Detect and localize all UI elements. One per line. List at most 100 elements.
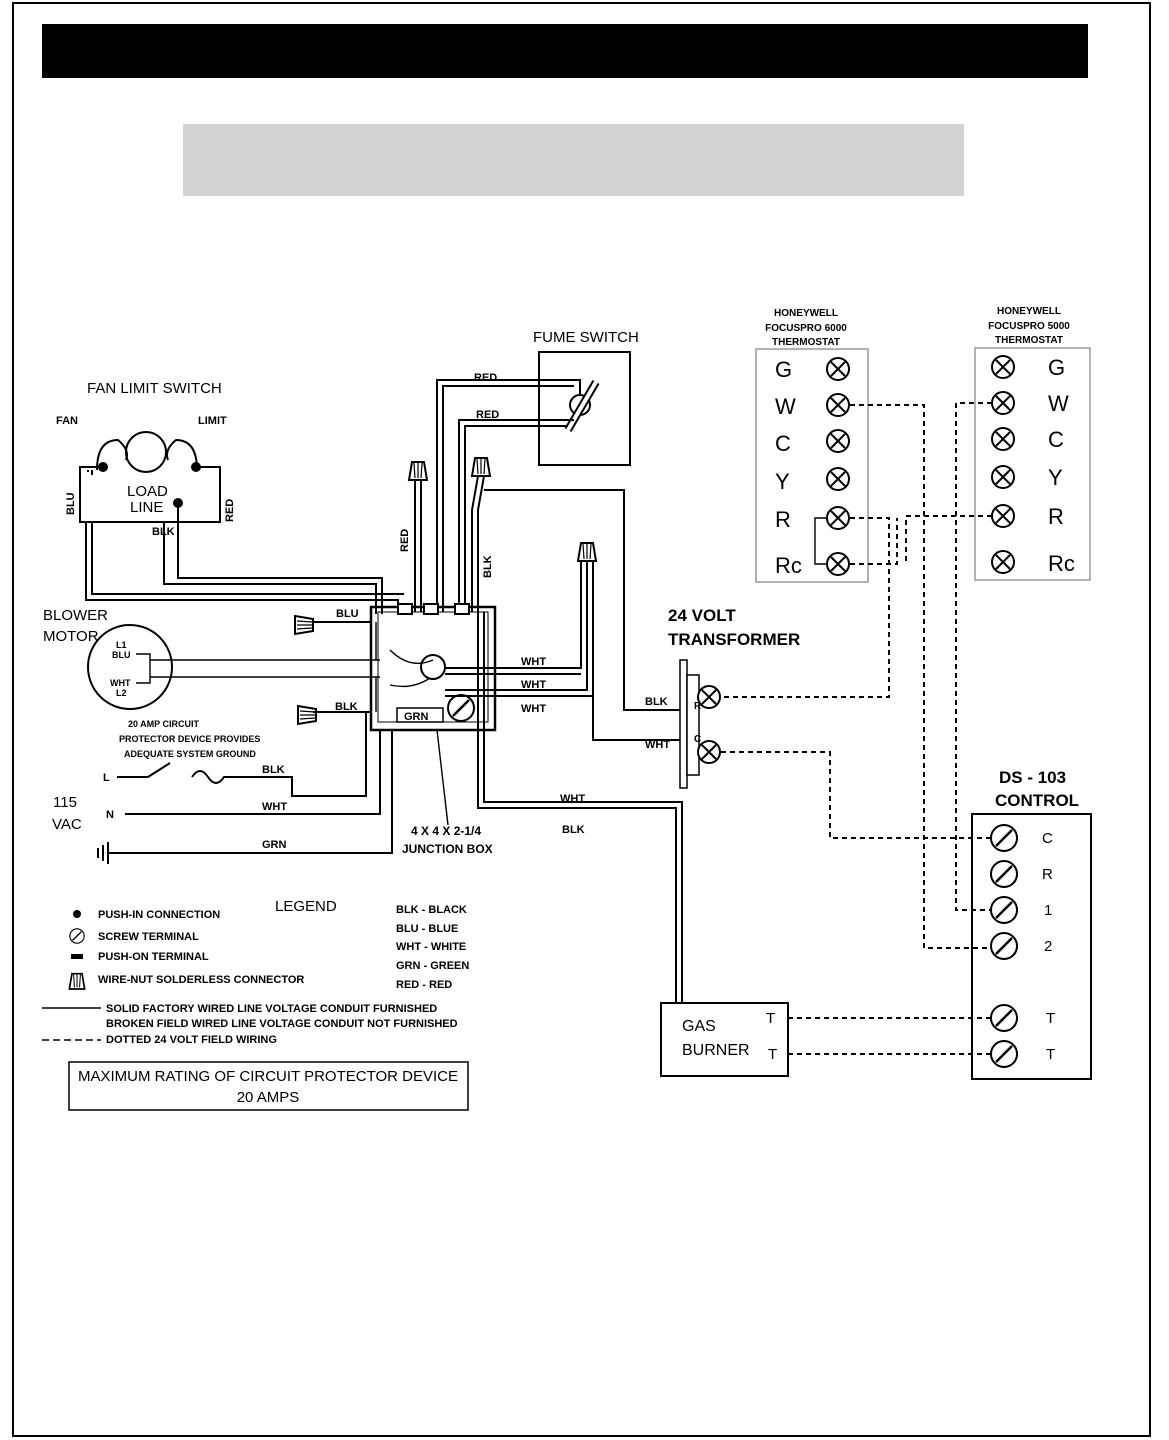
wire-label-wht: WHT bbox=[262, 801, 287, 813]
thermostat-5000-body bbox=[974, 347, 1091, 581]
wire-label-grn: GRN bbox=[262, 839, 287, 851]
field-wiring-24v bbox=[721, 402, 992, 1055]
gas-burner-box bbox=[660, 1002, 789, 1077]
junction-box: GRN 4 X 4 X 2-1/4 JUNCTION BOX RED BLK B… bbox=[294, 457, 683, 1005]
legend-symbol-2: SCREW TERMINAL bbox=[98, 931, 199, 943]
wire-nut-icon bbox=[294, 615, 314, 635]
terminal-label-g: G bbox=[775, 357, 792, 382]
ds103-terminal-t1: T bbox=[1046, 1010, 1055, 1027]
legend-title: LEGEND bbox=[275, 898, 337, 915]
wire-label-blk: BLK bbox=[645, 696, 668, 708]
legend-color-5: RED - RED bbox=[396, 979, 452, 991]
terminal-label-w: W bbox=[775, 394, 796, 419]
transformer: 24 VOLT TRANSFORMER BLK WHT R C bbox=[645, 606, 800, 789]
legend-symbol-3: PUSH-ON TERMINAL bbox=[98, 951, 209, 963]
transformer-terminal-c bbox=[697, 740, 721, 764]
legend-color-3: WHT - WHITE bbox=[396, 941, 466, 953]
terminal-label-r: R bbox=[1048, 504, 1064, 529]
wire-label-red: RED bbox=[224, 499, 236, 522]
fume-switch-title: FUME SWITCH bbox=[533, 329, 639, 346]
wire-label-blk: BLK bbox=[262, 764, 285, 776]
screw-terminal-icon bbox=[989, 1003, 1019, 1033]
wire-label-wht: WHT bbox=[560, 793, 585, 805]
supply-l-label: L bbox=[103, 772, 110, 784]
terminal-icon bbox=[826, 506, 850, 530]
wire-label-wht: WHT bbox=[645, 739, 670, 751]
push-on-terminal-icon bbox=[71, 954, 83, 959]
ds103-title-1: DS - 103 bbox=[999, 768, 1066, 787]
wire-label-wht: WHT bbox=[521, 679, 546, 691]
transformer-title-1: 24 VOLT bbox=[668, 606, 736, 625]
terminal-label-r: R bbox=[775, 507, 791, 532]
wire-nut-icon bbox=[471, 457, 491, 477]
fan-limit-dial bbox=[125, 431, 167, 473]
thermostat-6000-line-1: HONEYWELL bbox=[774, 308, 838, 319]
transformer-r-label: R bbox=[694, 701, 702, 712]
transformer-core bbox=[679, 659, 688, 789]
wire-nut-icon bbox=[297, 705, 317, 725]
terminal-icon bbox=[991, 465, 1015, 489]
ground-icon bbox=[97, 842, 109, 864]
gas-burner-t1: T bbox=[766, 1010, 775, 1027]
legend: LEGEND PUSH-IN CONNECTION SCREW TERMINAL… bbox=[42, 898, 469, 1046]
thermostat-6000-body bbox=[755, 348, 869, 583]
terminal-label-rc: Rc bbox=[775, 553, 802, 578]
screw-terminal-icon bbox=[989, 1039, 1019, 1069]
rating-box: MAXIMUM RATING OF CIRCUIT PROTECTOR DEVI… bbox=[68, 1061, 469, 1111]
ds103-title-2: CONTROL bbox=[995, 791, 1079, 810]
terminal-icon bbox=[991, 550, 1015, 574]
gas-burner-label-1: GAS bbox=[682, 1018, 716, 1035]
subtitle-bar bbox=[183, 124, 964, 196]
fume-switch-box bbox=[538, 351, 631, 466]
blu-label: BLU bbox=[112, 650, 131, 660]
wire-label-red: RED bbox=[474, 372, 497, 384]
circuit-note-1: 20 AMP CIRCUIT bbox=[128, 719, 200, 729]
thermostat-5000-line-1: HONEYWELL bbox=[997, 306, 1061, 317]
fan-label: FAN bbox=[56, 415, 78, 427]
thermostat-5000-line-3: THERMOSTAT bbox=[995, 335, 1063, 346]
ds103-terminal-c: C bbox=[1042, 830, 1053, 847]
legend-symbol-4: WIRE-NUT SOLDERLESS CONNECTOR bbox=[98, 974, 304, 986]
screw-terminal-icon bbox=[989, 895, 1019, 925]
ds103-terminal-1: 1 bbox=[1044, 902, 1052, 919]
wire-label-blu: BLU bbox=[65, 492, 77, 515]
supply-volts: 115 bbox=[53, 794, 77, 811]
terminal-icon bbox=[991, 391, 1015, 415]
terminal-icon bbox=[826, 429, 850, 453]
transformer-c-label: C bbox=[694, 734, 701, 745]
junction-box-label-1: 4 X 4 X 2-1/4 bbox=[411, 824, 481, 838]
terminal-icon bbox=[991, 355, 1015, 379]
fan-limit-switch-title: FAN LIMIT SWITCH bbox=[87, 380, 222, 397]
terminal-icon bbox=[991, 427, 1015, 451]
terminal-icon bbox=[991, 504, 1015, 528]
rating-line-1: MAXIMUM RATING OF CIRCUIT PROTECTOR DEVI… bbox=[78, 1068, 458, 1085]
l1-label: L1 bbox=[116, 640, 127, 650]
push-in-dot-icon bbox=[73, 910, 81, 918]
terminal-label-w: W bbox=[1048, 391, 1069, 416]
wire-label-red: RED bbox=[476, 409, 499, 421]
supply-n-label: N bbox=[106, 809, 114, 821]
l2-label: L2 bbox=[116, 688, 127, 698]
wire-label-red: RED bbox=[399, 529, 411, 552]
circuit-note-2: PROTECTOR DEVICE PROVIDES bbox=[119, 734, 260, 744]
wire-label-blk: BLK bbox=[482, 555, 494, 578]
terminal-label-c: C bbox=[1048, 427, 1064, 452]
blower-motor-circle bbox=[87, 624, 173, 710]
junction-box-label-2: JUNCTION BOX bbox=[402, 842, 493, 856]
ds103-terminal-r: R bbox=[1042, 866, 1053, 883]
terminal-label-y: Y bbox=[1048, 465, 1063, 490]
legend-symbol-1: PUSH-IN CONNECTION bbox=[98, 909, 220, 921]
supply-vac: VAC bbox=[52, 816, 82, 833]
legend-color-2: BLU - BLUE bbox=[396, 923, 458, 935]
wht-label: WHT bbox=[110, 678, 131, 688]
gas-burner-t2: T bbox=[768, 1046, 777, 1063]
terminal-icon bbox=[826, 393, 850, 417]
grn-label: GRN bbox=[404, 711, 429, 723]
screw-terminal-icon bbox=[69, 928, 85, 944]
ds103-terminal-2: 2 bbox=[1044, 938, 1052, 955]
thermostat-6000-line-3: THERMOSTAT bbox=[772, 337, 840, 348]
wire-label-wht: WHT bbox=[521, 656, 546, 668]
gas-burner: GAS BURNER T T bbox=[660, 1002, 789, 1077]
blower-motor: BLOWER MOTOR L1 BLU WHT L2 bbox=[43, 607, 380, 712]
blower-title-1: BLOWER bbox=[43, 607, 108, 624]
